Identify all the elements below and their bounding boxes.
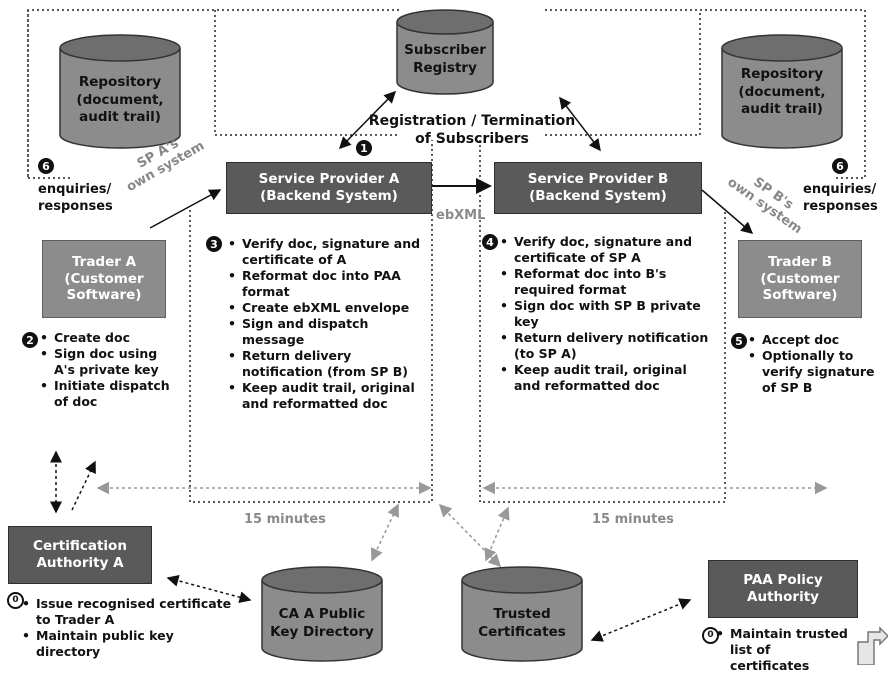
trader-a-title: Trader A [71,253,137,270]
step-5-badge: 5 [731,333,747,349]
sp-b-step: Return delivery notification (to SP A) [500,330,715,362]
repo-b-cylinder [721,34,843,149]
sp-b-step: Sign doc with SP B private key [500,298,715,330]
ca-a-title-1: Certification [33,538,127,555]
sp-a-title: Service Provider A [258,171,400,188]
sp-a-steps: Verify doc, signature and certificate of… [228,236,433,412]
sp-b-title: Service Provider B [527,171,669,188]
step-0-badge-b: 0 [702,627,719,644]
registration-line-1: Registration / Termination [368,113,576,129]
corner-arrow-icon [857,626,888,665]
ca-dir-cylinder [261,566,383,662]
sp-a-subtitle: (Backend System) [260,188,398,204]
registry-label-2: Registry [413,59,477,76]
registration-line-2: of Subscribers [415,131,529,148]
trader-b: Trader B (Customer Software) [738,240,862,318]
registration-label: Registration / Termination of Subscriber… [362,112,582,148]
trader-a-step: Initiate dispatch of doc [40,378,180,410]
repo-a-cylinder [59,34,181,149]
step-6-badge-b: 6 [832,158,848,174]
enquiries-a-line-2: responses [38,198,113,214]
trader-a-step: Create doc [40,330,180,346]
repo-b-label-3: audit trail) [741,101,823,118]
fifteen-minutes-b: 15 minutes [592,512,674,527]
sp-b-step: Keep audit trail, original and reformatt… [500,362,715,394]
sp-b-subtitle: (Backend System) [529,188,667,204]
ca-dir-label-1: CA A Public [278,606,366,622]
trusted-cylinder [461,566,583,662]
sp-a-step: Verify doc, signature and certificate of… [228,236,433,268]
repo-b-label-2: (document, [738,83,826,100]
trader-b-sub-2: Software) [762,287,838,304]
ca-public-key-directory: CA A Public Key Directory [262,606,382,641]
trader-b-step: Optionally to verify signature of SP B [748,348,884,396]
repo-a-label-3: audit trail) [79,109,161,126]
sp-a-step: Sign and dispatch message [228,316,433,348]
sp-b-step: Reformat doc into B's required format [500,266,715,298]
paa-step: Maintain trusted list of certificates [716,626,848,674]
trader-b-step: Accept doc [748,332,884,348]
trader-b-steps: Accept doc Optionally to verify signatur… [748,332,884,396]
certification-authority-a: Certification Authority A [8,526,152,584]
enquiries-b-line-2: responses [803,198,878,214]
subscriber-registry: Subscriber Registry [397,42,493,77]
step-4-badge: 4 [482,234,498,250]
enquiries-a: enquiries/ responses [38,182,113,215]
trader-a-steps: Create doc Sign doc using A's private ke… [40,330,180,410]
repo-b-label-1: Repository [740,66,824,82]
trader-a: Trader A (Customer Software) [42,240,166,318]
service-provider-b: Service Provider B (Backend System) [494,162,702,214]
trusted-label-1: Trusted [493,606,551,622]
sp-b-step: Verify doc, signature and certificate of… [500,234,715,266]
enquiries-b-line-1: enquiries/ [803,182,877,197]
ca-a-title-2: Authority A [36,555,124,571]
trader-a-sub-1: (Customer [64,270,144,287]
repository-a: Repository (document, audit trail) [60,74,180,127]
paa-policy-authority: PAA Policy Authority [708,560,858,618]
enquiries-b: enquiries/ responses [803,182,878,215]
paa-title-2: Authority [747,589,819,605]
sp-a-step: Return delivery notification (from SP B) [228,348,433,380]
repo-a-label-2: (document, [76,91,164,108]
sp-a-step: Create ebXML envelope [228,300,433,316]
trusted-label-2: Certificates [478,623,566,640]
paa-steps: Maintain trusted list of certificates [716,626,848,674]
ca-a-step: Maintain public key directory [22,628,242,660]
repo-a-label-1: Repository [78,74,162,90]
step-3-badge: 3 [206,236,222,252]
paa-title-1: PAA Policy [743,572,823,589]
ca-a-step: Issue recognised certificate to Trader A [22,596,242,628]
trusted-certificates: Trusted Certificates [462,606,582,641]
service-provider-a: Service Provider A (Backend System) [226,162,432,214]
trader-b-title: Trader B [768,253,832,270]
step-1-badge: 1 [356,140,372,156]
repository-b: Repository (document, audit trail) [722,66,842,119]
ca-dir-label-2: Key Directory [270,623,374,640]
ebxml-label: ebXML [436,208,486,223]
step-2-badge: 2 [22,332,38,348]
sp-a-step: Keep audit trail, original and reformatt… [228,380,433,412]
registry-label-1: Subscriber [404,42,486,58]
sp-b-steps: Verify doc, signature and certificate of… [500,234,715,394]
trader-a-step: Sign doc using A's private key [40,346,180,378]
step-6-badge-a: 6 [38,158,54,174]
ca-a-steps: Issue recognised certificate to Trader A… [22,596,242,660]
enquiries-a-line-1: enquiries/ [38,182,112,197]
fifteen-minutes-a: 15 minutes [244,512,326,527]
registry-cylinder [396,9,494,95]
trader-b-sub-1: (Customer [760,270,840,287]
sp-a-step: Reformat doc into PAA format [228,268,433,300]
trader-a-sub-2: Software) [66,287,142,304]
